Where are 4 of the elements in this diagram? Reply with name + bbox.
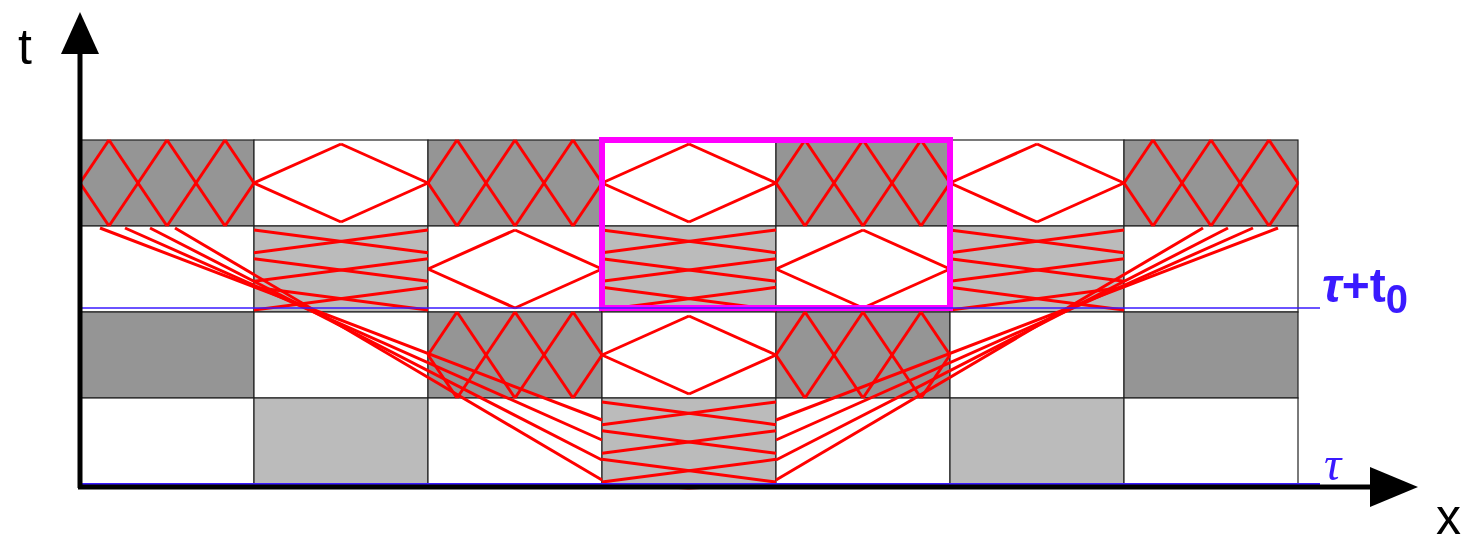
level-label: τ (1324, 440, 1342, 488)
axis-label: t (18, 22, 32, 72)
axis-label: x (1436, 492, 1461, 542)
level-label: τ+t$_{0}$ (1322, 262, 1408, 319)
